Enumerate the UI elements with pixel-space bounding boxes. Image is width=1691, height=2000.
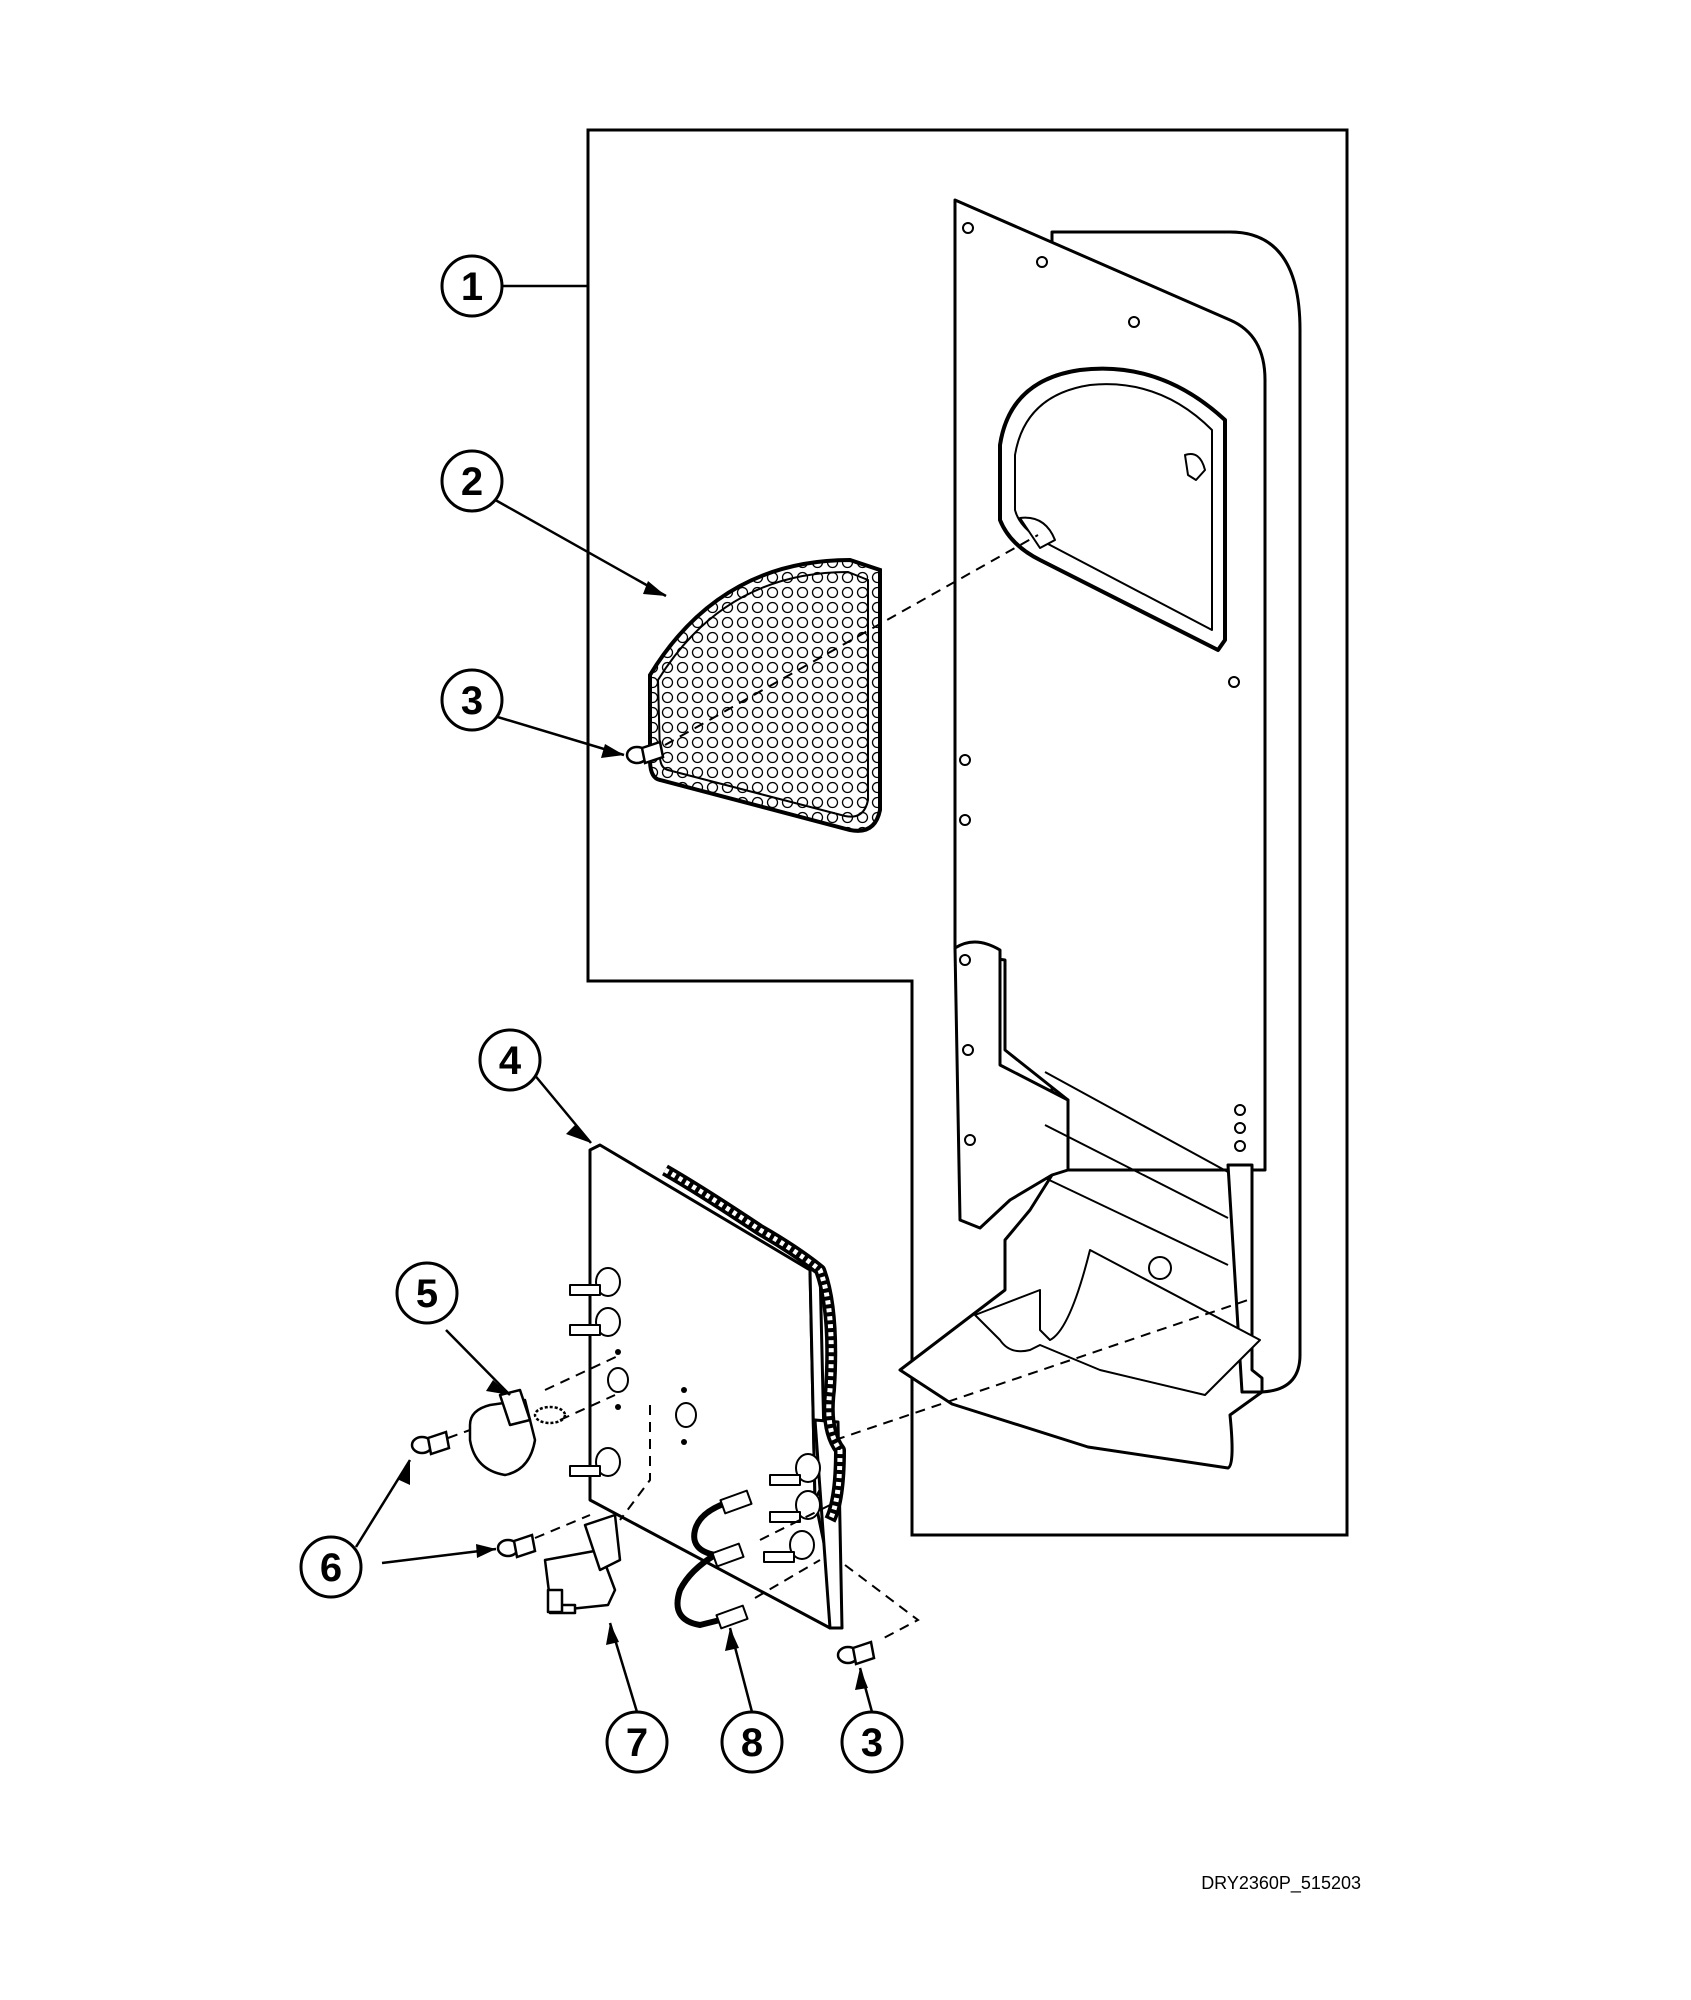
thermostat bbox=[468, 1388, 567, 1477]
panel-screw-holes bbox=[959, 222, 1246, 1152]
wire-harness bbox=[674, 1489, 753, 1630]
svg-text:4: 4 bbox=[499, 1039, 522, 1083]
callout-3-bottom: 3 bbox=[840, 1710, 904, 1774]
svg-text:3: 3 bbox=[461, 679, 483, 723]
figure-id: DRY2360P_515203 bbox=[1201, 1873, 1361, 1893]
screw-bottom bbox=[836, 1640, 876, 1666]
screw-left-upper bbox=[410, 1430, 451, 1456]
callout-7: 7 bbox=[605, 1710, 669, 1774]
leader-arrowheads bbox=[397, 581, 868, 1690]
screw-left-lower bbox=[496, 1533, 537, 1559]
assembly-frame bbox=[586, 128, 1349, 1537]
assembly-lines bbox=[447, 534, 1249, 1641]
callout-4: 4 bbox=[478, 1028, 542, 1092]
callouts: 1 2 3 4 5 6 7 8 bbox=[299, 254, 904, 1774]
back-panel-duct bbox=[898, 198, 1302, 1470]
screw-top bbox=[625, 740, 665, 765]
svg-text:2: 2 bbox=[461, 460, 483, 504]
svg-text:8: 8 bbox=[741, 1721, 763, 1765]
svg-text:6: 6 bbox=[320, 1546, 342, 1590]
svg-text:3: 3 bbox=[861, 1721, 883, 1765]
callout-2: 2 bbox=[440, 449, 504, 513]
svg-text:1: 1 bbox=[461, 265, 483, 309]
callout-8: 8 bbox=[720, 1710, 784, 1774]
callout-6: 6 bbox=[299, 1535, 363, 1599]
svg-text:7: 7 bbox=[626, 1721, 648, 1765]
callout-5: 5 bbox=[395, 1261, 459, 1325]
callout-1: 1 bbox=[440, 254, 504, 318]
high-limit-thermostat bbox=[543, 1513, 622, 1615]
callout-3-top: 3 bbox=[440, 668, 504, 732]
heater-assembly bbox=[569, 1143, 846, 1630]
lint-screen bbox=[648, 557, 882, 833]
svg-text:5: 5 bbox=[416, 1272, 438, 1316]
